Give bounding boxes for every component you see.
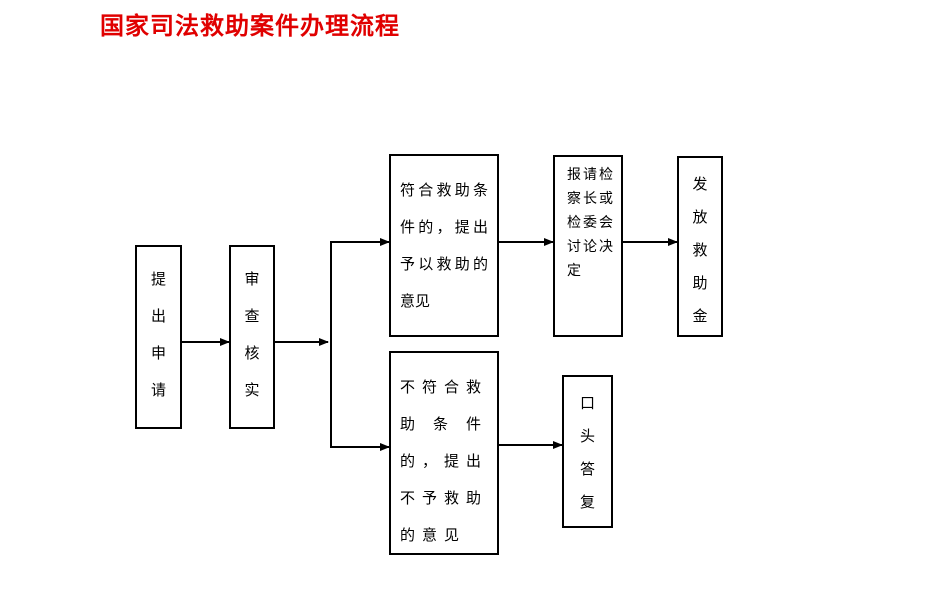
step-oral-reply-char: 答 [579, 460, 595, 478]
step-review-char: 实 [244, 381, 260, 399]
step-apply-char: 申 [150, 344, 166, 362]
step-disburse-char: 发 [692, 175, 708, 193]
step-report-box: 报请检察长或检委会讨论决定 [553, 155, 623, 337]
step-disburse-box: 发 放 救 助 金 [677, 156, 723, 337]
step-review-char: 审 [244, 270, 260, 288]
step-apply-box: 提 出 申 请 [135, 245, 182, 429]
step-apply-char: 提 [150, 270, 166, 288]
step-review-label: 审 查 核 实 [231, 261, 273, 409]
step-oral-reply-label: 口 头 答 复 [564, 387, 611, 519]
step-disburse-char: 救 [692, 241, 708, 259]
step-disburse-char: 金 [692, 307, 708, 325]
step-ineligible-box: 不符合救助条件的，提出不予救助的意见 [389, 351, 499, 555]
step-eligible-box: 符合救助条件的，提出予以救助的意见 [389, 154, 499, 337]
step-disburse-char: 放 [692, 208, 708, 226]
step-report-label: 报请检察长或检委会讨论决定 [567, 167, 615, 279]
step-apply-char: 出 [150, 307, 166, 325]
step-disburse-char: 助 [692, 274, 708, 292]
step-apply-label: 提 出 申 请 [137, 261, 180, 409]
step-disburse-label: 发 放 救 助 金 [679, 168, 721, 333]
page-title: 国家司法救助案件办理流程 [100, 11, 400, 40]
step-review-char: 核 [244, 344, 260, 362]
step-review-char: 查 [244, 307, 260, 325]
step-oral-reply-char: 头 [579, 427, 595, 445]
step-eligible-label: 符合救助条件的，提出予以救助的意见 [400, 181, 488, 310]
step-oral-reply-box: 口 头 答 复 [562, 375, 613, 528]
step-ineligible-label: 不符合救助条件的，提出不予救助的意见 [400, 378, 489, 544]
step-oral-reply-char: 口 [579, 394, 595, 412]
step-review-box: 审 查 核 实 [229, 245, 275, 429]
step-oral-reply-char: 复 [579, 493, 595, 511]
step-apply-char: 请 [150, 381, 166, 399]
